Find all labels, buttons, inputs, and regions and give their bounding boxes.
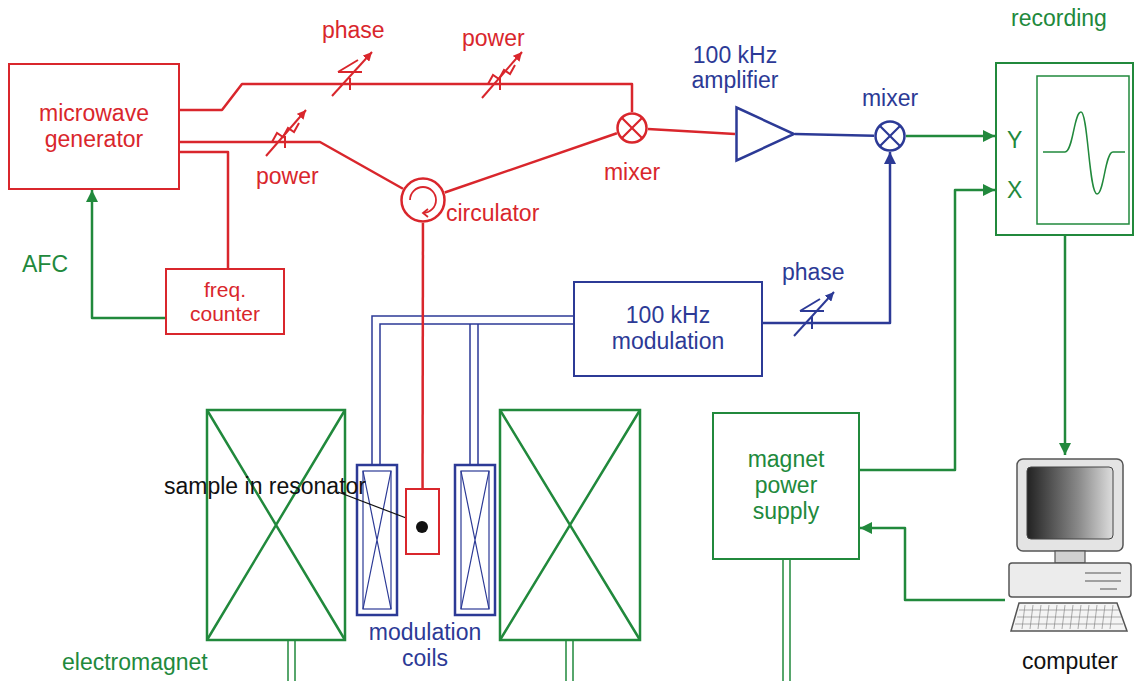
adjust-arrow [332, 52, 372, 96]
amplifier-symbol-graphic [735, 106, 795, 162]
coil-cross [363, 471, 391, 609]
node-label: magnet power supply [731, 447, 841, 524]
modulation-box: 100 kHz modulation [573, 281, 763, 377]
node-label: mixer [850, 86, 930, 112]
coil-cross [461, 471, 489, 609]
coil-inner [363, 471, 391, 609]
wire [566, 640, 573, 681]
part-label: electromagnet [62, 650, 208, 676]
signal-trace [1043, 112, 1125, 194]
coil [455, 465, 495, 615]
circulation-arc [410, 187, 436, 213]
magnet-cross [207, 410, 345, 640]
mixer-symbol: mixer [874, 120, 906, 152]
modulation-coils [357, 465, 495, 615]
adjust-arrow [794, 292, 834, 336]
computer-icon-graphic [1005, 455, 1135, 645]
amplifier-symbol: 100 kHz amplifier [735, 106, 795, 162]
node-label: sample in resonator [164, 474, 366, 500]
node-label: computer [1005, 649, 1135, 675]
circulator-symbol: circulator [400, 177, 446, 223]
phase-shifter [794, 292, 834, 336]
component-label: phase [322, 18, 385, 44]
signal-connector [860, 528, 1005, 600]
magnet-pole [500, 410, 640, 640]
counter-box: freq. counter [165, 268, 285, 335]
part-label: modulation coils [355, 620, 495, 672]
phase-symbol [800, 299, 824, 311]
signal-connector [763, 152, 890, 323]
keyboard [1011, 603, 1127, 631]
axis-input-label: X [1007, 178, 1022, 204]
mixer-symbol-graphic [874, 120, 906, 152]
adjust-arrow [482, 52, 522, 98]
monitor-screen [1027, 467, 1113, 539]
monitor [1017, 459, 1123, 551]
screen [1037, 76, 1129, 224]
node-label: 100 kHz modulation [588, 303, 748, 355]
keyboard-keys [1015, 605, 1123, 629]
node-label: freq. counter [175, 278, 275, 325]
wire [372, 316, 573, 465]
node-label: 100 kHz amplifier [670, 43, 800, 95]
wire [470, 324, 478, 465]
attenuator [482, 52, 522, 98]
wire [783, 560, 790, 681]
edge-label: AFC [22, 252, 68, 278]
node-label: mixer [592, 160, 672, 186]
generator-box: microwave generator [8, 63, 180, 190]
resonator: sample in resonator [405, 488, 440, 555]
computer-case [1009, 563, 1131, 597]
signal-connector [180, 152, 228, 268]
mixer-cross [880, 126, 901, 147]
signal-connector [648, 129, 735, 134]
monitor-stand [1055, 551, 1085, 563]
recorder-box: recordingYX [995, 62, 1134, 236]
phase-shifter [332, 52, 372, 96]
circulator-symbol-graphic [400, 177, 446, 223]
circulation-head [423, 209, 428, 217]
mixer-cross [622, 118, 643, 139]
sample-dot [416, 521, 428, 533]
magnet-pole [207, 410, 345, 640]
adjust-arrow [266, 110, 306, 156]
node-label: microwave generator [19, 101, 169, 153]
computer-icon: computer [1005, 455, 1135, 645]
magnet-cross [500, 410, 640, 640]
component-label: power [462, 26, 525, 52]
signal-connector [1064, 236, 1067, 455]
axis-input-label: Y [1007, 128, 1022, 154]
signal-connector [795, 134, 874, 136]
ring [402, 179, 445, 222]
signal-connector [860, 190, 995, 470]
signal-connector [180, 84, 632, 112]
mixer-symbol: mixer [616, 112, 648, 144]
coil-wires [372, 316, 573, 465]
node-label: circulator [446, 201, 539, 227]
signal-connector [92, 190, 165, 318]
node-label: recording [1011, 6, 1107, 32]
signal-connector [906, 135, 995, 138]
component-label: phase [782, 260, 845, 286]
attenuator [266, 110, 306, 156]
wire [288, 640, 295, 681]
resonator-graphic [407, 490, 442, 557]
ring [618, 114, 647, 143]
signal-connector [421, 223, 424, 488]
coil-inner [461, 471, 489, 609]
triangle [737, 108, 795, 161]
ring [876, 122, 905, 151]
drive-slot [1085, 573, 1121, 589]
wire [380, 324, 573, 465]
signal-connector [445, 133, 617, 192]
mixer-symbol-graphic [616, 112, 648, 144]
power-supply-box: magnet power supply [712, 412, 860, 560]
component-label: power [256, 164, 319, 190]
